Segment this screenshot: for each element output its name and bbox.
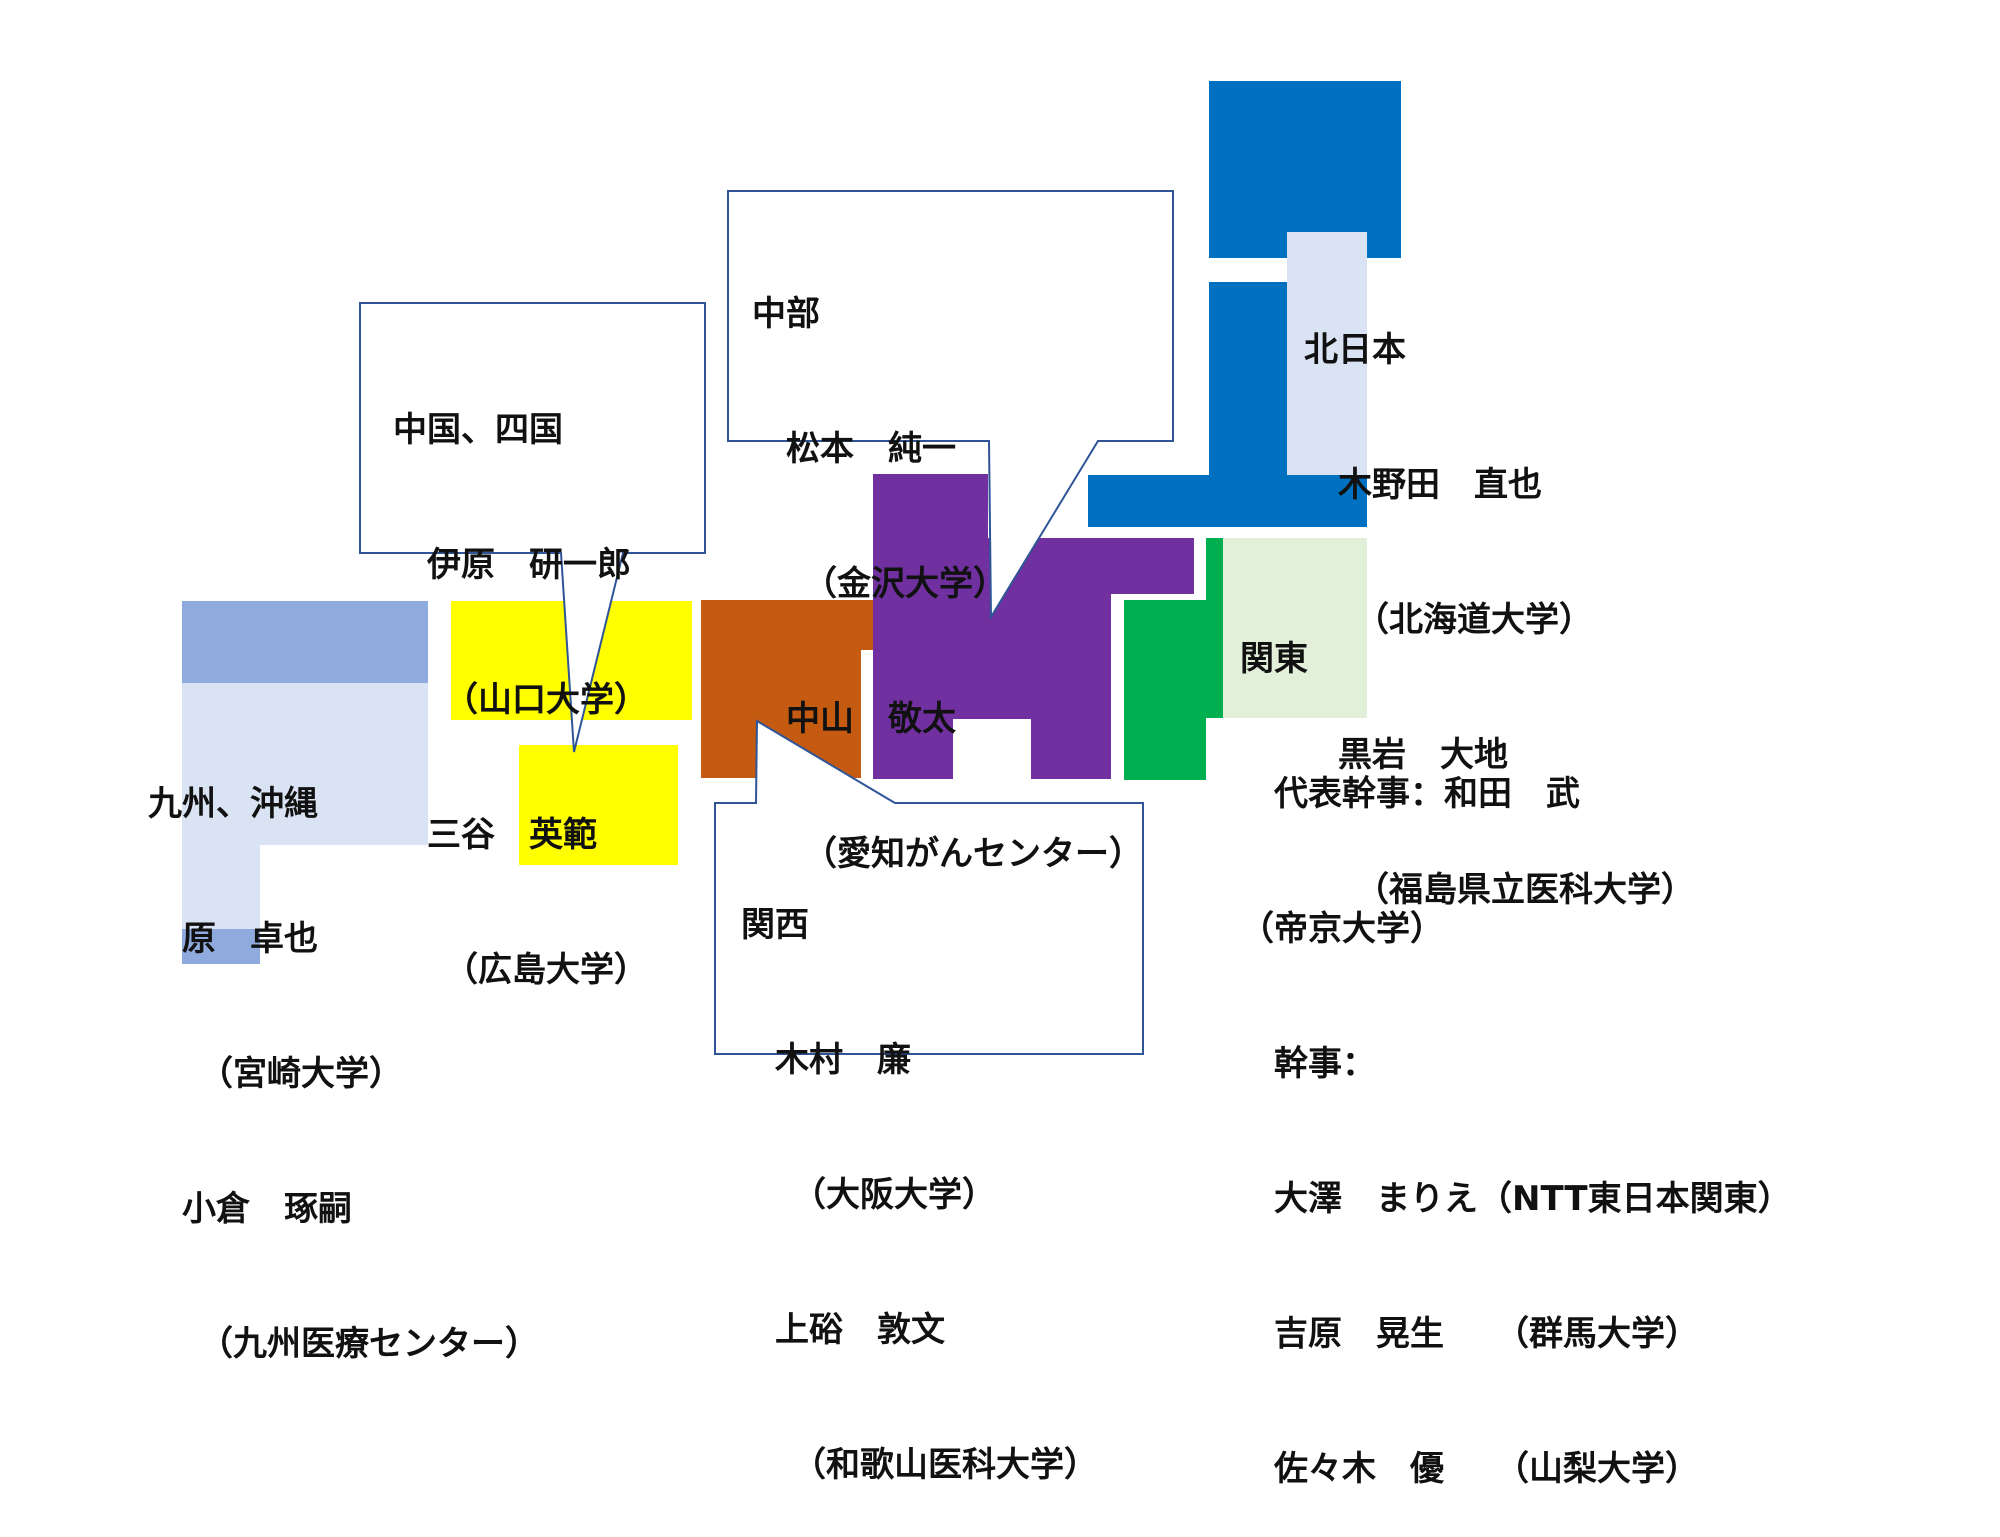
- chugoku-callout-balloon: [359, 302, 706, 753]
- chubu-line-3: 中山 敬太: [752, 699, 956, 739]
- kyushu-block-stem: [182, 845, 260, 929]
- chugoku-line-4: （広島大学）: [393, 950, 648, 990]
- kanto-label: 関東 代表幹事：和田 武 （帝京大学） 幹事： 大澤 まりえ（NTT東日本関東）…: [1240, 547, 1792, 1537]
- kitanihon-heading: 北日本: [1304, 330, 1406, 370]
- kansai-heading: 関西: [741, 905, 809, 945]
- tohoku-block-base: [1088, 475, 1367, 527]
- kyushu-block-bottom: [182, 929, 260, 964]
- kanto-line-4: 大澤 まりえ（NTT東日本関東）: [1240, 1179, 1792, 1219]
- chubu-leg-right: [1031, 719, 1111, 779]
- kanto-line-3: 幹事：: [1240, 1044, 1376, 1084]
- shikoku-block: [519, 745, 678, 865]
- callout-layer: [359, 190, 1174, 1055]
- kyushu-line-1: 原 卓也: [148, 919, 318, 959]
- chugoku-line-3: 三谷 英範: [393, 815, 597, 855]
- kanto-line-6: 佐々木 優 （山梨大学）: [1240, 1449, 1699, 1489]
- chubu-line-2: （金沢大学）: [752, 564, 1007, 604]
- chugoku-line-2: （山口大学）: [393, 680, 648, 720]
- chubu-leg-left: [873, 719, 953, 779]
- kyushu-label-area: [182, 683, 428, 845]
- kanto-line-2: （帝京大学）: [1240, 909, 1444, 949]
- kitanihon-line-2: （北海道大学）: [1304, 600, 1593, 640]
- kyushu-block-top: [182, 601, 428, 683]
- chubu-line-1: 松本 純一: [752, 429, 956, 469]
- tohoku-label-area: [1287, 232, 1367, 475]
- chubu-label: 中部 松本 純一 （金沢大学） 中山 敬太 （愛知がんセンター）: [752, 202, 1143, 922]
- hokkaido-block: [1209, 81, 1401, 258]
- tohoku-block-left: [1209, 282, 1287, 475]
- chubu-line-4: （愛知がんセンター）: [752, 834, 1143, 874]
- kanto-heading: 関東: [1240, 639, 1308, 679]
- chubu-block-upper-left: [873, 474, 988, 594]
- kitanihon-label: 北日本 木野田 直也 （北海道大学） 黒岩 大地 （福島県立医科大学）: [1304, 238, 1695, 958]
- kyushu-heading: 九州、沖縄: [148, 784, 318, 824]
- kanto-line-5: 吉原 晃生 （群馬大学）: [1240, 1314, 1699, 1354]
- chugoku-line-1: 伊原 研一郎: [393, 545, 631, 585]
- kanto-line-1: 代表幹事：和田 武: [1240, 774, 1580, 814]
- chubu-callout-balloon: [727, 190, 1174, 621]
- kansai-line-1: 木村 廉: [741, 1040, 911, 1080]
- chugoku-heading: 中国、四国: [393, 410, 563, 450]
- kansai-line-4: （和歌山医科大学）: [741, 1445, 1098, 1485]
- chugoku-label: 中国、四国 伊原 研一郎 （山口大学） 三谷 英範 （広島大学）: [393, 318, 648, 1038]
- kansai-line-2: （大阪大学）: [741, 1175, 996, 1215]
- kitanihon-line-4: （福島県立医科大学）: [1304, 870, 1695, 910]
- chubu-heading: 中部: [752, 294, 820, 334]
- kitanihon-line-3: 黒岩 大地: [1304, 735, 1508, 775]
- kyushu-line-4: （九州医療センター）: [148, 1324, 539, 1364]
- kitanihon-line-1: 木野田 直也: [1304, 465, 1542, 505]
- kanto-label-area: [1223, 538, 1367, 718]
- kanto-block-strip: [1206, 538, 1223, 718]
- kyushu-line-3: 小倉 琢嗣: [148, 1189, 352, 1229]
- kansai-line-3: 上硲 敦文: [741, 1310, 945, 1350]
- kyushu-line-2: （宮崎大学）: [148, 1054, 403, 1094]
- kansai-label: 関西 木村 廉 （大阪大学） 上硲 敦文 （和歌山医科大学）: [741, 813, 1098, 1533]
- kansai-callout-balloon: [714, 719, 1144, 1055]
- kanto-block: [1124, 600, 1206, 780]
